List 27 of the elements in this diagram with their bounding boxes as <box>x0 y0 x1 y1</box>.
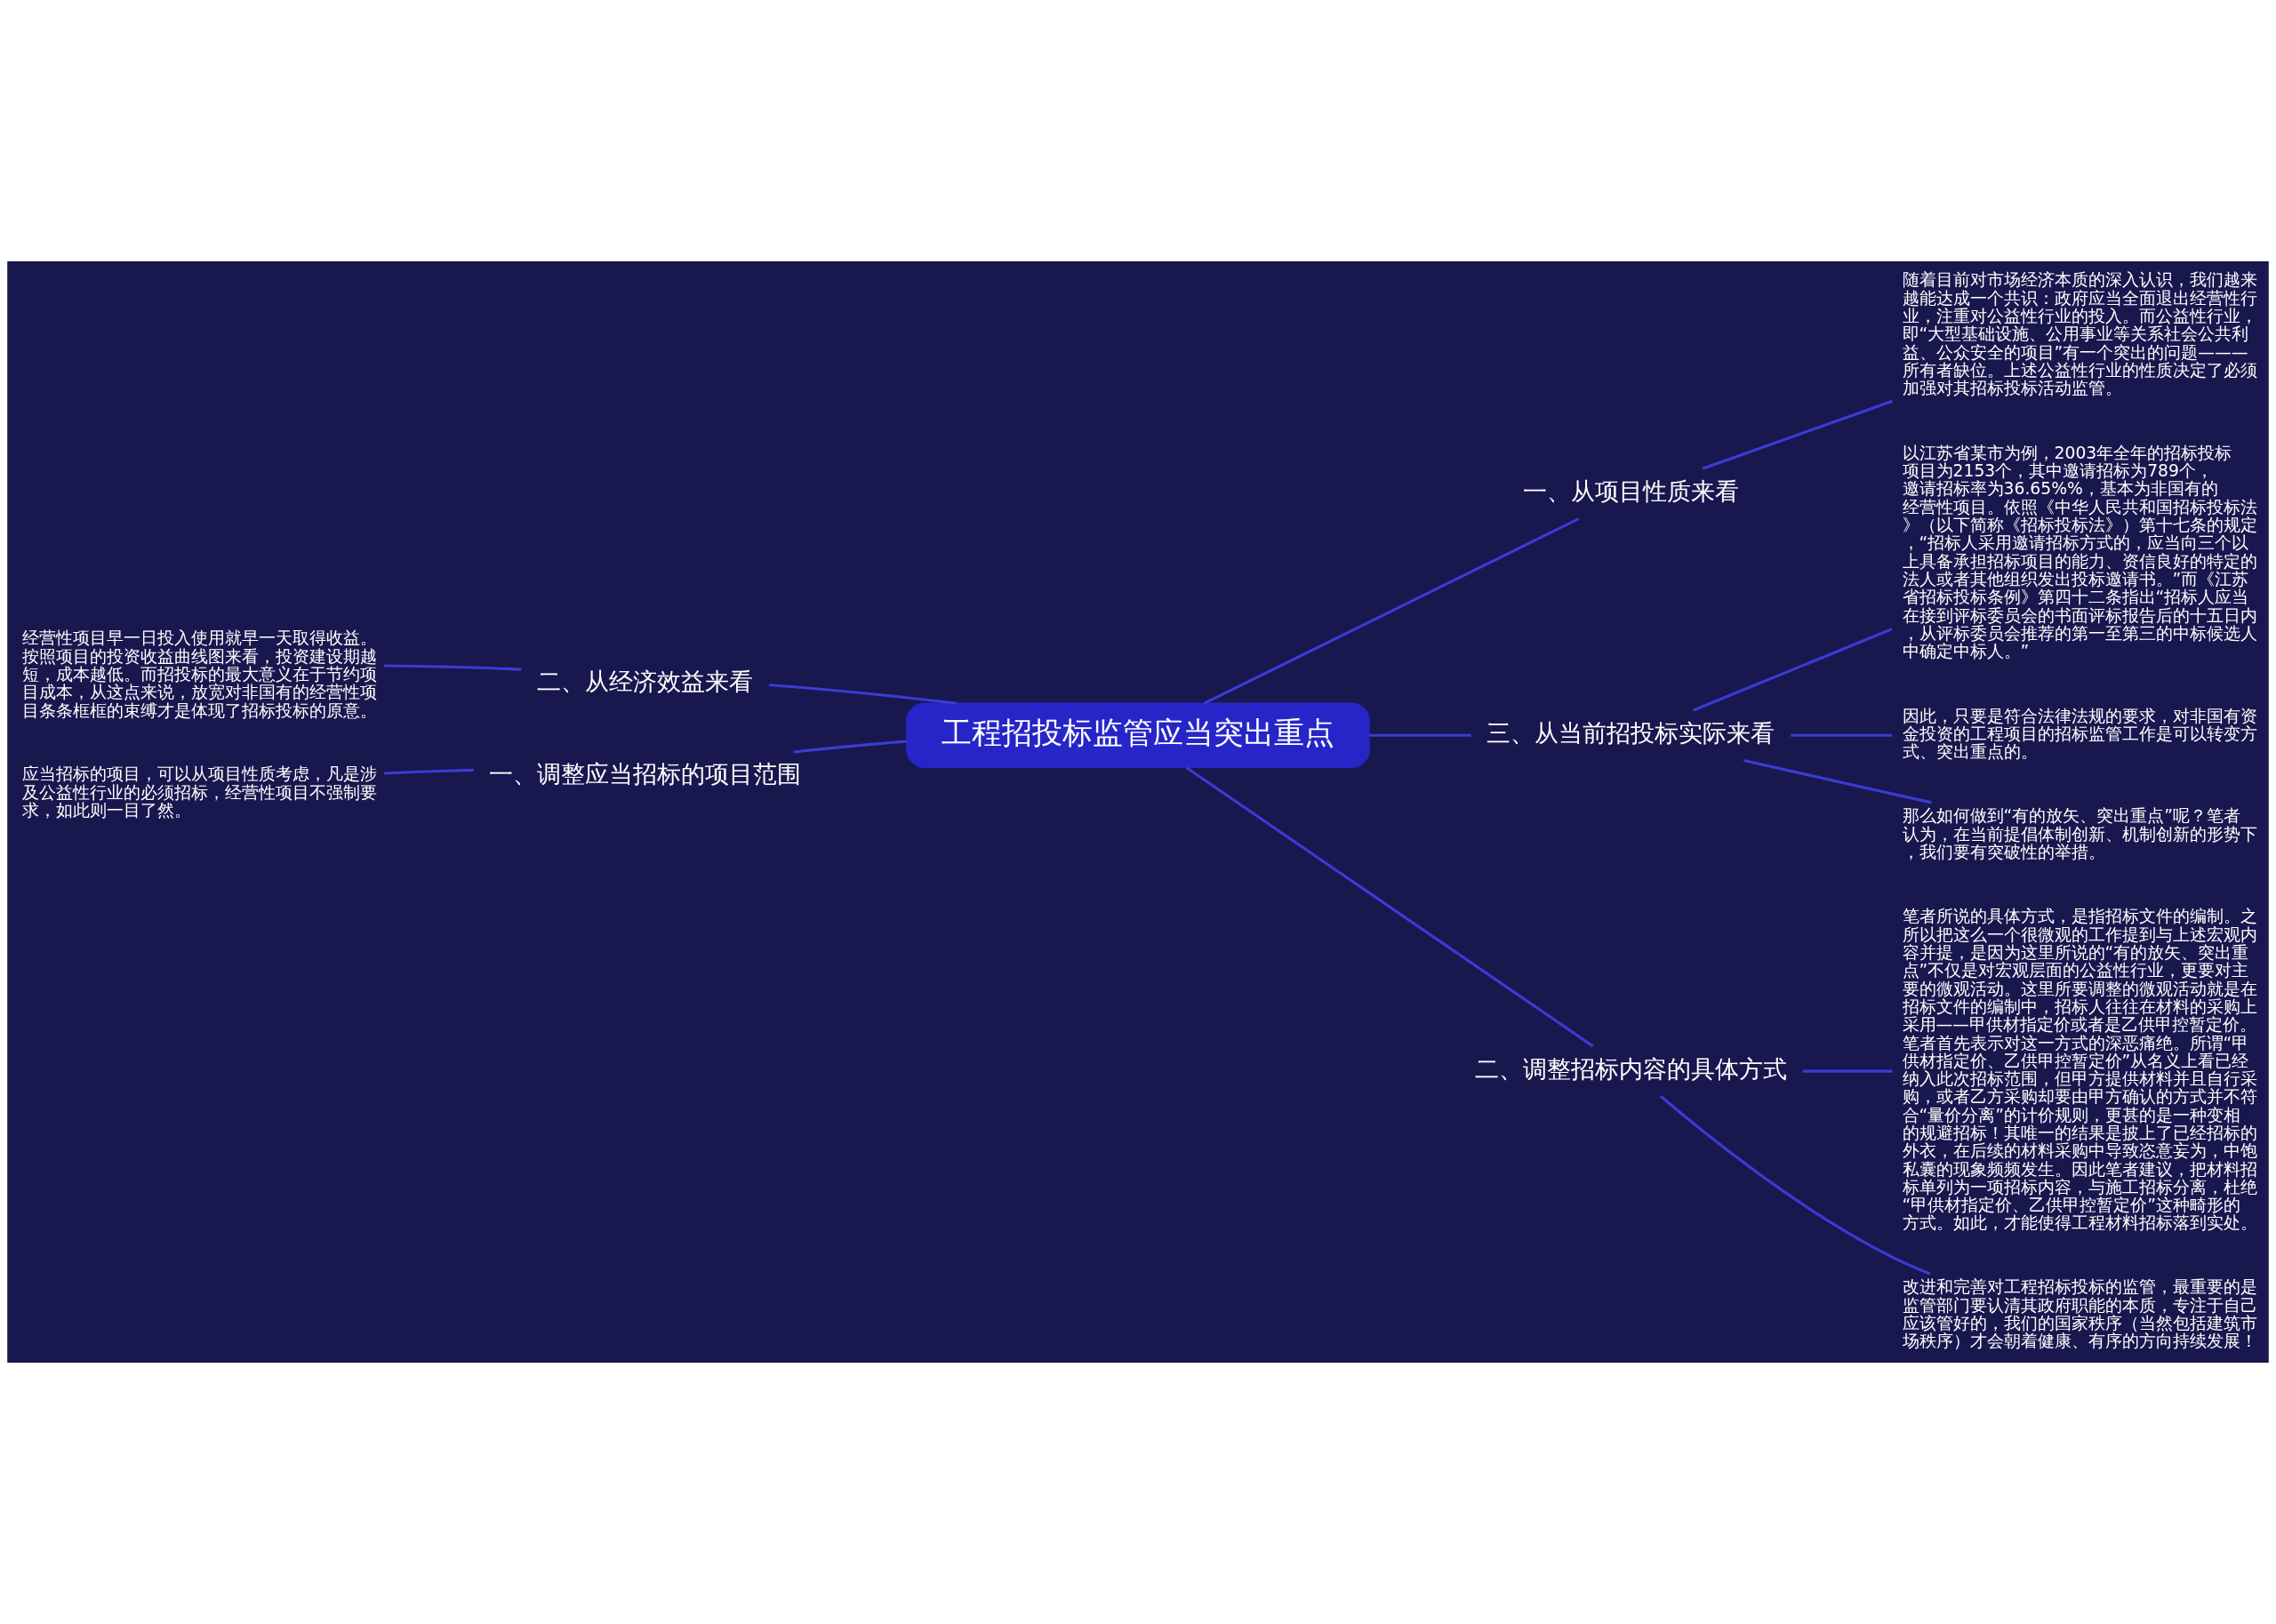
node-text: 二、调整招标内容的具体方式 <box>1474 1054 1787 1083</box>
node-text: 一、从项目性质来看 <box>1522 476 1739 505</box>
connector <box>1204 517 1580 705</box>
node-text: 经营性项目早一日投入使用就早一天取得收益。按照项目的投资收益曲线图来看，投资建设期越短，成本越低。而招投标的最大意义在于节约项目成本，从这点来说，放宽对非国有的经营性项目条条框框的束缚才是体现了招标投标的原意。 <box>22 628 378 720</box>
connector <box>1791 733 1893 737</box>
node-text: 那么如何做到“有的放矢、突出重点”呢？笔者认为，在当前提倡体制创新、机制创新的形势下，我们要有突破性的举措。 <box>1902 806 2257 861</box>
connector <box>1702 399 1893 470</box>
node-text: 以江苏省某市为例，2003年全年的招标投标项目为2153个，其中邀请招标为789个，邀请招标率为36.65%%，基本为非国有的经营性项目。依照《中华人民共和国招标投标法》（以下简称《招标投标法》）第十七条的规定，“招标人采用邀请招标方式的，应当向三个以上具备承担招标项目的能力、资信良好的特定的法人或者其他组织发出投标邀请书。”而《江苏省招标投标条例》第四十二条指出“招标人应当在接到评标委员会的书面评标报告后的十五日内，从评标委员会推荐的第一至第三的中标候选人中确定中标人。” <box>1902 443 2257 661</box>
connector <box>1369 733 1471 737</box>
connector <box>1802 1069 1893 1073</box>
node-text: 笔者所说的具体方式，是指招标文件的编制。之所以把这么一个很微观的工作提到与上述宏观内容并提，是因为这里所说的“有的放矢、突出重点”不仅是对宏观层面的公益性行业，更要对主要的微观活动。这里所要调整的微观活动就是在招标文件的编制中，招标人往往在材料的采购上采用——甲供材指定价或者是乙供甲控暂定价。笔者首先表示对这一方式的深恶痛绝。所谓“甲供材指定价、乙供甲控暂定价”从名义上看已经纳入此次招标范围，但甲方提供材料并且自行采购，或者乙方采购却要由甲方确认的方式并不符合“量价分离”的计价规则，更甚的是一种变相的规避招标！其唯一的结果是披上了已经招标的外衣，在后续的材料采购中导致恣意妄为，中饱私囊的现象频频发生。因此笔者建议，把材料招标单列为一项招标内容，与施工招标分离，杜绝“甲供材指定价、乙供甲控暂定价”这种畸形的方式。如此，才能使得工程材料招标落到实处。 <box>1902 907 2257 1233</box>
connector <box>383 768 474 775</box>
node-text: 改进和完善对工程招标投标的监管，最重要的是监管部门要认清其政府职能的本质，专注于自己应该管好的，我们的国家秩序（当然包括建筑市场秩序）才会朝着健康、有序的方向持续发展！ <box>1902 1277 2257 1351</box>
connector <box>1185 766 1594 1048</box>
node-text: 应当招标的项目，可以从项目性质考虑，凡是涉及公益性行业的必须招标，经营性项目不强制要求，如此则一目了然。 <box>22 764 378 820</box>
connector <box>1659 1095 1931 1276</box>
connector <box>1693 628 1893 712</box>
connector <box>793 740 907 754</box>
connector <box>384 664 522 671</box>
node-text: 三、从当前招投标实际来看 <box>1487 718 1775 747</box>
node-box: 工程招投标监管应当突出重点 <box>906 702 1370 768</box>
node-text: 一、调整应当招标的项目范围 <box>489 760 802 788</box>
node-text: 因此，只要是符合法律法规的要求，对非国有资金投资的工程项目的招标监管工作是可以转变方式、突出重点的。 <box>1902 706 2257 762</box>
connector <box>768 683 958 705</box>
node-text: 随着目前对市场经济本质的深入认识，我们越来越能达成一个共识：政府应当全面退出经营性行业，注重对公益性行业的投入。而公益性行业，即“大型基础设施、公用事业等关系社会公共利益、公众安全的项目”有一个突出的问题———所有者缺位。上述公益性行业的性质决定了必须加强对其招标投标活动监管。 <box>1902 270 2257 398</box>
node-text: 二、从经济效益来看 <box>537 667 754 695</box>
connector <box>1743 758 1932 804</box>
